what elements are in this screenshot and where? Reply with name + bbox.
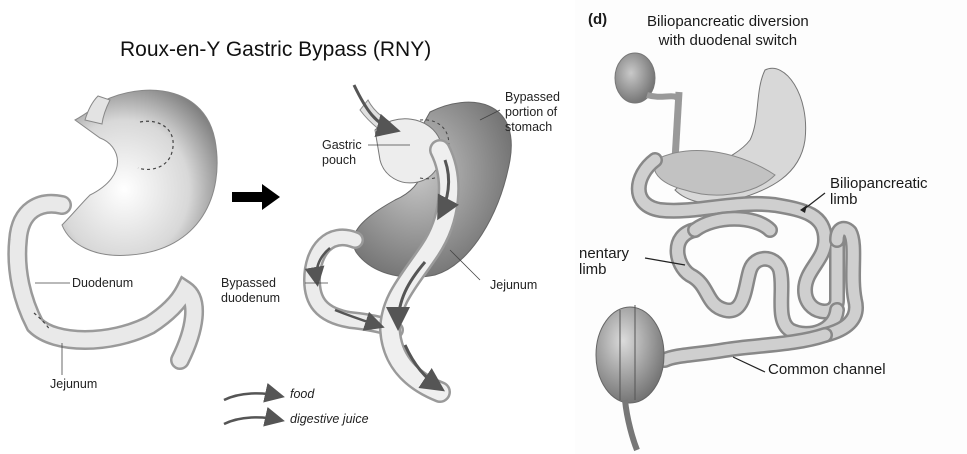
stomach-before <box>62 90 217 255</box>
legend-food-label: food <box>290 387 314 401</box>
label-gastric-pouch: Gastric pouch <box>322 138 362 168</box>
rny-title: Roux-en-Y Gastric Bypass (RNY) <box>120 38 431 62</box>
label-duodenum: Duodenum <box>72 276 133 291</box>
bpd-ds-illustration <box>575 0 967 454</box>
panel-letter: (d) <box>588 12 607 28</box>
legend-juice-label: digestive juice <box>290 412 369 426</box>
label-jejunum: Jejunum <box>50 377 97 392</box>
legend-juice-arrow <box>224 417 280 424</box>
label-biliopancreatic-limb: Biliopancreatic limb <box>830 176 928 208</box>
transition-arrow <box>232 184 280 210</box>
cecum <box>596 307 664 403</box>
label-alimentary-limb: nentary limb <box>579 246 629 278</box>
label-bypassed-duodenum: Bypassed duodenum <box>221 276 280 306</box>
label-common-channel: Common channel <box>768 362 886 378</box>
bpd-title: Biliopancreatic diversion with duodenal … <box>647 12 809 50</box>
bpd-ds-diagram-panel: (d) Biliopancreatic diversion with duode… <box>575 0 967 454</box>
label-jejunum-after: Jejunum <box>490 278 537 293</box>
label-bypassed-stomach: Bypassed portion of stomach <box>505 90 560 135</box>
legend-food-arrow <box>224 393 280 400</box>
rny-diagram-panel: Roux-en-Y Gastric Bypass (RNY) Duodenum … <box>0 0 575 454</box>
